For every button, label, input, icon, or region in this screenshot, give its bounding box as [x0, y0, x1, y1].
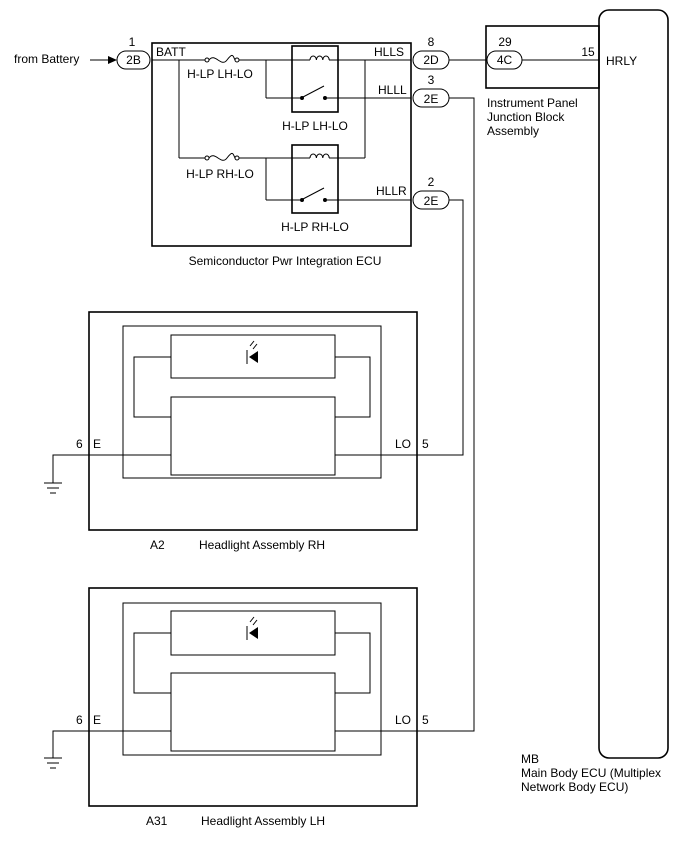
hllr-pin-number: 2	[428, 175, 435, 189]
main-body-ecu-code: MB	[521, 752, 539, 766]
headlight-lh-e-label: E	[93, 713, 101, 727]
headlight-lh-light-ray	[249, 616, 255, 623]
relay-rh-switch-icon	[302, 187, 325, 200]
junction-pin-number: 29	[498, 35, 512, 49]
main-body-ecu-name-line-1: Main Body ECU (Multiplex	[521, 766, 661, 780]
junction-name-line-1: Instrument Panel	[487, 96, 578, 110]
relay-rh-contact	[323, 198, 327, 202]
main-body-pin-label: HRLY	[606, 54, 637, 68]
hlll-connector-label: 2E	[424, 92, 439, 106]
hllr-to-rh-lo-wire	[335, 199, 464, 456]
hlls-connector-label: 2D	[423, 53, 439, 67]
relay-lh-switch-icon	[302, 85, 325, 98]
relay-lh-coil-icon	[309, 55, 330, 61]
headlight-rh-code: A2	[150, 538, 165, 552]
batt-connector-tag	[116, 50, 151, 70]
headlight-rh-box	[88, 311, 418, 531]
headlight-lh-lo-label: LO	[395, 713, 411, 727]
headlight-assembly-rh: 6 E LO 5	[76, 311, 429, 531]
headlight-lh-inner-frame	[122, 602, 382, 756]
headlight-lh-led-icon	[249, 627, 258, 639]
semiconductor-pwr-integration-ecu: BATT H-LP LH-LO H-LP LH-LO H-LP RH-LO	[151, 42, 412, 247]
headlight-lh-box	[88, 587, 418, 807]
headlight-rh-light-ray	[252, 343, 258, 350]
headlight-lh-ground-wire	[52, 730, 171, 758]
headlight-rh-lo-pin-number: 5	[422, 437, 429, 451]
junction-name-line-2: Junction Block	[487, 110, 565, 124]
main-body-ecu-box	[598, 9, 669, 759]
relay-rh-box	[291, 144, 339, 214]
relay-lh-box	[291, 45, 339, 113]
headlight-lh-light-ray	[252, 619, 258, 626]
headlight-rh-lo-label: LO	[395, 437, 411, 451]
headlight-lh-lo-pin-number: 5	[422, 713, 429, 727]
headlight-lh-loop-left	[133, 632, 171, 694]
fuse-lh-label: H-LP LH-LO	[187, 67, 253, 81]
headlight-lh-e-pin-number: 6	[76, 713, 83, 727]
headlight-rh-light-ray	[249, 340, 255, 347]
relay-lh-label: H-LP LH-LO	[282, 119, 348, 133]
headlight-lh-name: Headlight Assembly LH	[201, 814, 325, 828]
headlight-rh-inner-frame	[122, 325, 382, 479]
junction-connector-label: 4C	[497, 53, 513, 67]
ecu-box	[151, 42, 412, 247]
headlight-lh-code: A31	[146, 814, 168, 828]
main-body-pin-number: 15	[581, 45, 595, 59]
batt-pin-number: 1	[129, 35, 136, 49]
relay-rh-coil-icon	[309, 153, 330, 159]
semiconductor-ecu-name: Semiconductor Pwr Integration ECU	[189, 254, 382, 268]
relay-rh-label: H-LP RH-LO	[281, 220, 349, 234]
fuse-rh-icon	[208, 152, 236, 161]
fuse-rh-label: H-LP RH-LO	[186, 167, 254, 181]
fuse-lh-terminal	[234, 57, 240, 63]
hlll-pin-number: 3	[428, 73, 435, 87]
fuse-lh-icon	[208, 54, 236, 63]
hlls-pin-number: 8	[428, 35, 435, 49]
headlight-rh-driver-box	[170, 396, 336, 476]
headlight-rh-led-icon	[249, 351, 258, 363]
headlight-lh-driver-box	[170, 672, 336, 752]
hlll-label: HLLL	[378, 83, 407, 97]
batt-connector-label: 2B	[126, 53, 141, 67]
headlight-assembly-lh: 6 E LO 5	[76, 587, 429, 807]
from-battery-label: from Battery	[14, 52, 79, 66]
relay-lh-contact	[323, 96, 327, 100]
headlight-lh-loop-right	[335, 632, 371, 694]
battery-arrow-icon	[108, 56, 117, 64]
ground-icon	[44, 482, 62, 494]
headlight-rh-e-pin-number: 6	[76, 437, 83, 451]
hlll-to-lh-lo-wire	[335, 97, 475, 732]
batt-label: BATT	[156, 45, 186, 59]
hllr-label: HLLR	[376, 184, 407, 198]
main-body-ecu-name-line-2: Network Body ECU)	[521, 780, 628, 794]
fuse-rh-terminal	[234, 155, 240, 161]
ground-icon	[44, 757, 62, 769]
headlight-rh-loop-left	[133, 356, 171, 418]
headlight-rh-name: Headlight Assembly RH	[199, 538, 325, 552]
headlight-rh-e-label: E	[93, 437, 101, 451]
junction-name-line-3: Assembly	[487, 124, 539, 138]
headlight-rh-ground-wire	[52, 454, 171, 483]
fuse-lh-terminal	[204, 57, 210, 63]
hllr-connector-label: 2E	[424, 194, 439, 208]
hlls-label: HLLS	[374, 45, 404, 59]
headlight-rh-loop-right	[335, 356, 371, 418]
fuse-rh-terminal	[204, 155, 210, 161]
